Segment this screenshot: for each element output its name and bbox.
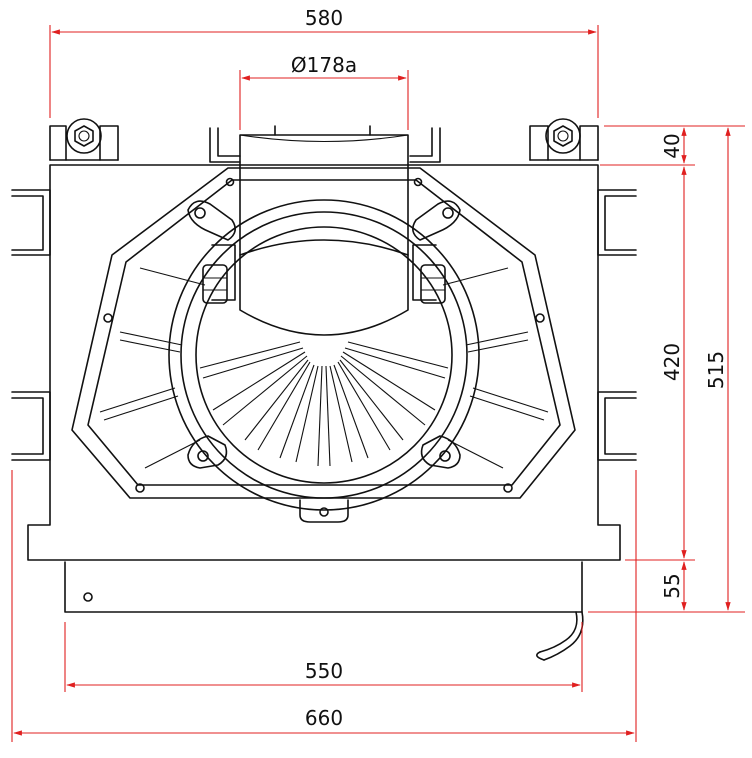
top-right-mount-bracket bbox=[529, 118, 599, 161]
dimension-label-550: 550 bbox=[305, 659, 343, 683]
dimension-inlet-diameter: Ø178a bbox=[239, 53, 409, 130]
support-struts bbox=[99, 267, 549, 469]
power-cable bbox=[536, 611, 584, 661]
fan-wheel bbox=[168, 199, 480, 511]
side-brackets bbox=[11, 189, 637, 461]
dimension-label-420: 420 bbox=[660, 343, 684, 381]
dimension-right-stack: 40 420 515 55 bbox=[588, 125, 745, 613]
dimension-label-515: 515 bbox=[704, 351, 728, 389]
top-hangers bbox=[209, 125, 441, 163]
top-left-mount-bracket bbox=[49, 118, 119, 161]
dimension-label-diameter: Ø178a bbox=[291, 53, 357, 77]
dimension-660: 660 bbox=[11, 470, 637, 742]
dimension-580: 580 bbox=[49, 6, 599, 118]
dimension-label-40: 40 bbox=[660, 133, 684, 158]
dimension-550: 550 bbox=[64, 622, 583, 692]
dimension-label-660: 660 bbox=[305, 706, 343, 730]
dimension-label-55: 55 bbox=[660, 573, 684, 598]
mounting-ears bbox=[187, 200, 461, 469]
dimension-label-580: 580 bbox=[305, 6, 343, 30]
motor-clamps bbox=[202, 244, 446, 304]
inlet-cylinder bbox=[239, 134, 409, 336]
octagonal-frame bbox=[71, 167, 576, 523]
fan-housing bbox=[27, 164, 621, 613]
